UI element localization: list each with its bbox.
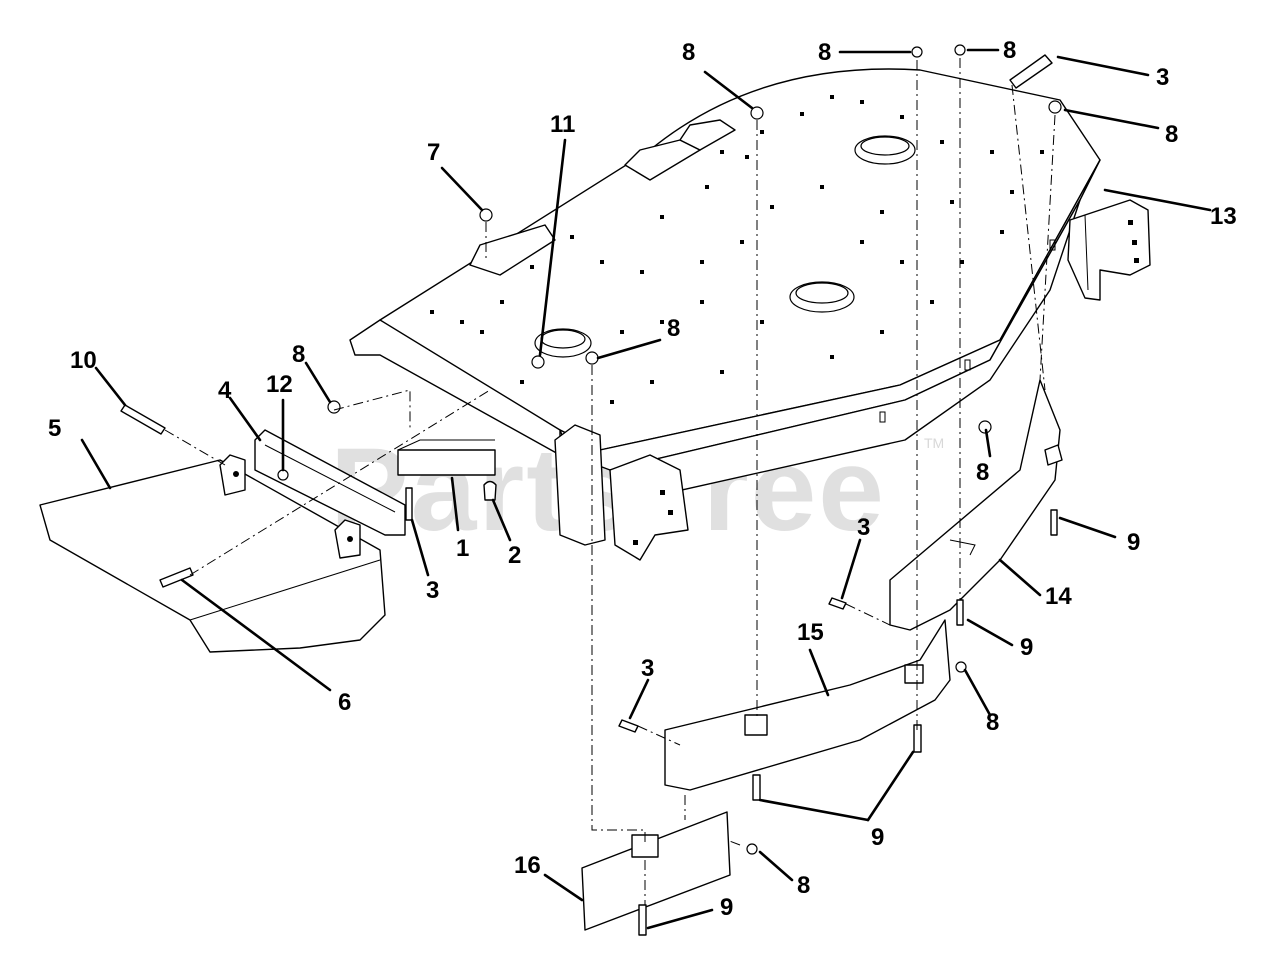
callout-9: 9 (1020, 634, 1033, 661)
rear-hanger-bracket (1067, 199, 1151, 301)
callout-8: 8 (667, 315, 680, 342)
callout-8: 8 (682, 39, 695, 66)
callout-11: 11 (550, 111, 575, 138)
callout-labels: 8 8 8 3 8 13 7 11 8 8 10 4 12 5 1 2 3 6 … (48, 37, 1237, 921)
part-1-bracket (397, 439, 496, 476)
callout-8: 8 (976, 459, 989, 486)
callout-8: 8 (797, 872, 810, 899)
part-16-baffle (581, 811, 731, 931)
watermark-trademark: TM (924, 435, 944, 451)
callout-3: 3 (857, 514, 870, 541)
leader-lines (80, 48, 1212, 930)
callout-4: 4 (218, 377, 232, 404)
callout-12: 12 (266, 371, 293, 398)
callout-9: 9 (720, 894, 733, 921)
part-15-baffle (664, 619, 951, 791)
part-12-nut (277, 469, 289, 481)
callout-1: 1 (456, 535, 469, 562)
callout-14: 14 (1045, 583, 1072, 610)
callout-10: 10 (70, 347, 97, 374)
callout-9: 9 (871, 824, 884, 851)
callout-9: 9 (1127, 529, 1140, 556)
callout-8: 8 (1003, 37, 1016, 64)
callout-16: 16 (514, 852, 541, 879)
part-2-carriage-bolt (483, 480, 497, 501)
part-14-baffle (889, 379, 1061, 631)
callout-13: 13 (1210, 203, 1237, 230)
callout-15: 15 (797, 619, 824, 646)
callout-8: 8 (292, 341, 305, 368)
hardware (120, 44, 1063, 936)
callout-8: 8 (1165, 121, 1178, 148)
callout-6: 6 (338, 689, 351, 716)
callout-3: 3 (1156, 64, 1169, 91)
callout-8: 8 (818, 39, 831, 66)
callout-3: 3 (426, 577, 439, 604)
callout-3: 3 (641, 655, 654, 682)
callout-2: 2 (508, 542, 521, 569)
assembly-lines (164, 58, 1056, 905)
callout-7: 7 (427, 139, 440, 166)
callout-8: 8 (986, 709, 999, 736)
part-4-hinge-rod (254, 429, 406, 536)
callout-5: 5 (48, 415, 61, 442)
